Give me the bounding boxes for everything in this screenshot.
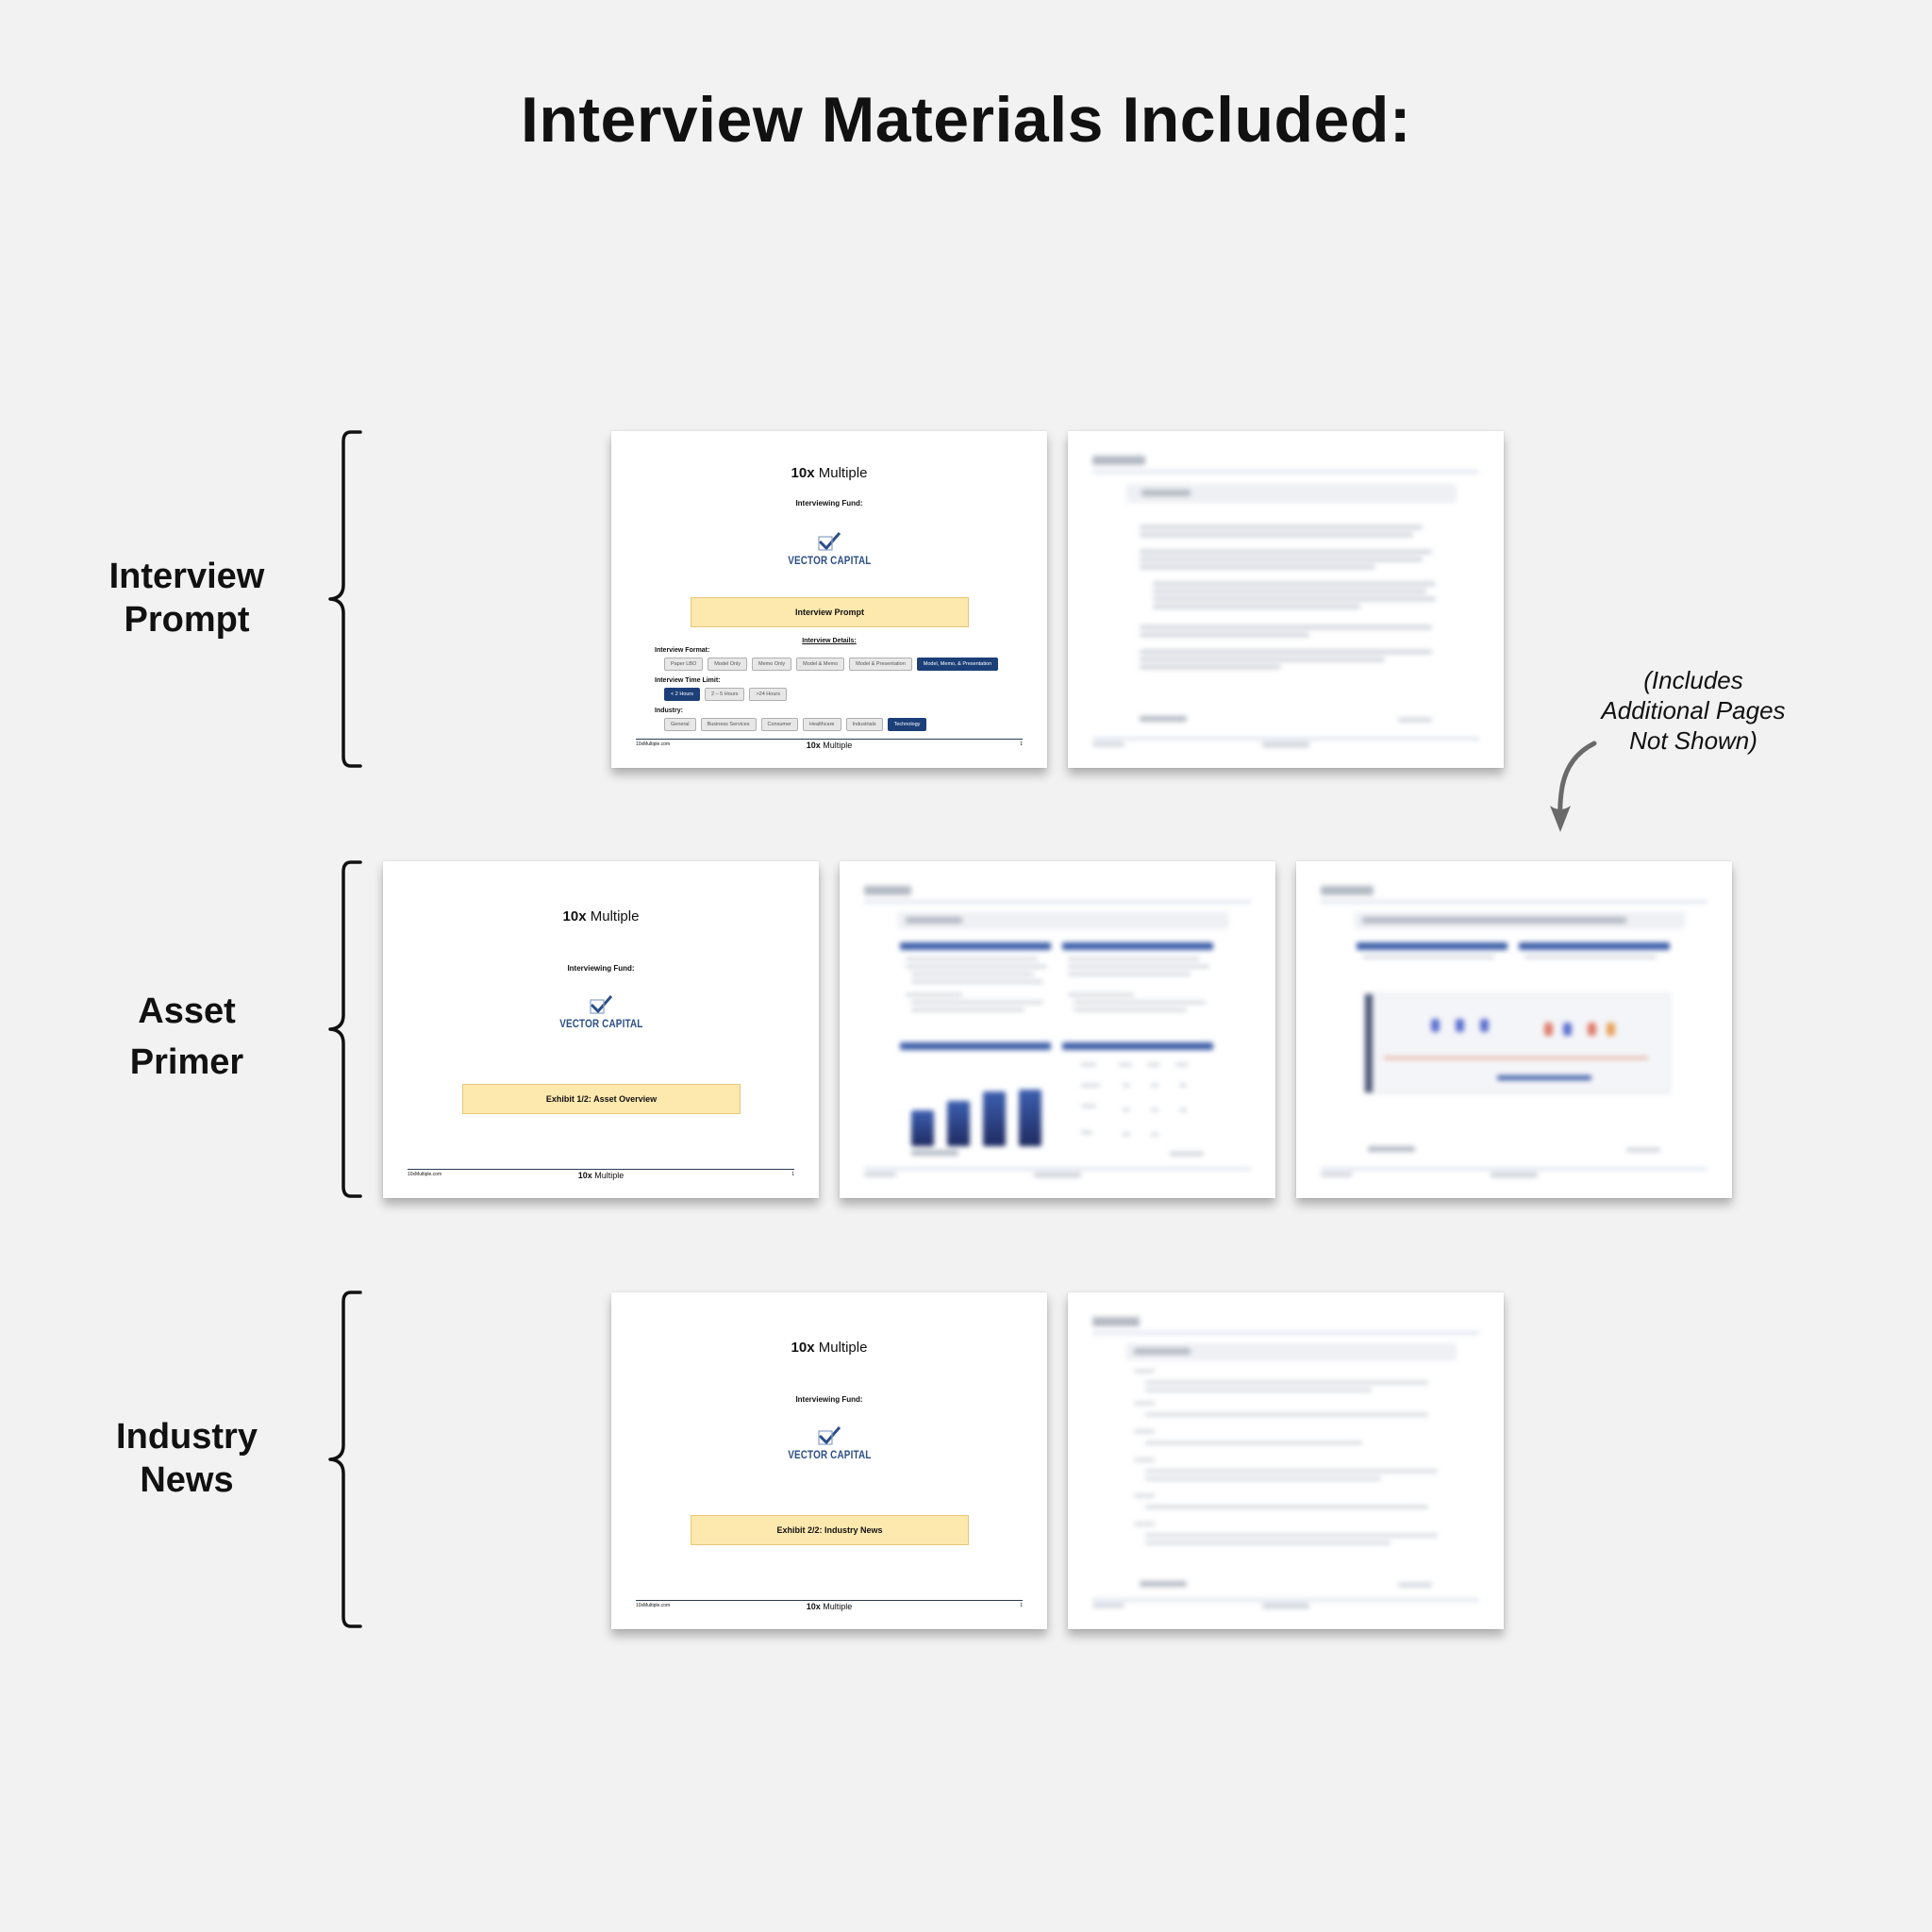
fund-label: Interviewing Fund: <box>795 499 863 508</box>
format-option-chip: Model, Memo, & Presentation <box>916 658 999 671</box>
curly-bracket-icon <box>328 430 362 768</box>
primer-content-page-blurred <box>840 861 1275 1198</box>
prompt-cover-page: 10x Multiple Interviewing Fund: VECTOR C… <box>611 431 1047 768</box>
page-title: Interview Materials Included: <box>520 84 1412 156</box>
news-cover-page: 10x Multiple Interviewing Fund: VECTOR C… <box>611 1292 1047 1629</box>
fund-logo: VECTOR CAPITAL <box>611 1425 1047 1463</box>
details-title: Interview Details: <box>802 638 857 644</box>
note-line: Not Shown) <box>1629 726 1757 755</box>
format-option-chip: Model Only <box>708 658 748 671</box>
prompt-content-page-blurred <box>1068 431 1504 768</box>
industry-option-chip: General <box>664 718 696 731</box>
format-option-chip: Paper LBO <box>664 658 704 671</box>
curly-bracket-icon <box>328 860 362 1198</box>
time-options: < 2 Hours 2 – 5 Hours >24 Hours <box>664 688 787 701</box>
fund-label: Interviewing Fund: <box>795 1395 863 1404</box>
industry-option-chip: Business Services <box>700 718 757 731</box>
section-label-line: Industry <box>116 1417 258 1457</box>
footer-page-number: 1 <box>791 1172 794 1177</box>
checkmark-icon <box>590 995 613 1014</box>
brand-logo: 10x Multiple <box>791 1340 868 1356</box>
section-label-line: News <box>140 1460 234 1500</box>
footer-brand: 10x Multiple <box>806 1602 853 1611</box>
footer-brand: 10x Multiple <box>806 741 853 750</box>
time-option-chip: < 2 Hours <box>664 688 700 701</box>
section-label-asset-primer: Asset Primer <box>45 986 328 1088</box>
footer-site: 10xMultiple.com <box>408 1172 442 1177</box>
note-line: (Includes <box>1643 666 1743 694</box>
industry-option-chip: Healthcare <box>802 718 841 731</box>
format-option-chip: Model & Memo <box>796 658 845 671</box>
page-footer: 10xMultiple.com 10x Multiple 1 <box>636 739 1023 751</box>
checkmark-icon <box>818 532 841 551</box>
primer-content-page-blurred <box>1296 861 1732 1198</box>
section-label-line: Primer <box>129 1042 244 1082</box>
industry-option-chip: Consumer <box>760 718 798 731</box>
time-limit-label: Interview Time Limit: <box>655 677 721 684</box>
section-label-line: Asset <box>138 991 236 1031</box>
additional-pages-note: (Includes Additional Pages Not Shown) <box>1557 665 1830 756</box>
interview-prompt-box: Interview Prompt <box>691 597 969 627</box>
format-options: Paper LBO Model Only Memo Only Model & Memo… <box>664 658 999 671</box>
checkmark-icon <box>818 1426 841 1445</box>
curly-bracket-icon <box>328 1291 362 1628</box>
primer-cover-page: 10x Multiple Interviewing Fund: VECTOR C… <box>383 861 819 1198</box>
footer-site: 10xMultiple.com <box>636 1603 671 1608</box>
asset-overview-box: Exhibit 1/2: Asset Overview <box>462 1084 741 1114</box>
section-label-line: Prompt <box>124 600 250 640</box>
time-option-chip: 2 – 5 Hours <box>705 688 745 701</box>
curved-arrow-icon <box>1550 741 1597 832</box>
section-label-line: Interview <box>108 557 265 596</box>
format-option-chip: Model & Presentation <box>849 658 912 671</box>
footer-brand: 10x Multiple <box>577 1171 625 1180</box>
brand-logo: 10x Multiple <box>562 908 640 924</box>
note-line: Additional Pages <box>1601 696 1786 724</box>
fund-logo: VECTOR CAPITAL <box>383 994 819 1032</box>
industry-option-chip: Industrials <box>845 718 883 731</box>
industry-news-box: Exhibit 2/2: Industry News <box>691 1515 969 1545</box>
format-label: Interview Format: <box>655 647 710 654</box>
fund-label: Interviewing Fund: <box>567 964 635 973</box>
format-option-chip: Memo Only <box>752 658 792 671</box>
industry-label: Industry: <box>655 708 683 714</box>
footer-page-number: 1 <box>1020 1603 1023 1608</box>
fund-logo: VECTOR CAPITAL <box>611 531 1047 569</box>
brand-logo: 10x Multiple <box>791 465 868 481</box>
section-label-industry-news: Industry News <box>45 1415 328 1502</box>
news-content-page-blurred <box>1068 1292 1504 1629</box>
footer-site: 10xMultiple.com <box>636 741 671 747</box>
footer-page-number: 1 <box>1020 741 1023 747</box>
page-footer: 10xMultiple.com 10x Multiple 1 <box>636 1600 1023 1612</box>
section-label-interview-prompt: Interview Prompt <box>45 555 328 641</box>
page-footer: 10xMultiple.com 10x Multiple 1 <box>408 1169 794 1181</box>
industry-option-chip: Technology <box>887 718 927 731</box>
time-option-chip: >24 Hours <box>749 688 787 701</box>
